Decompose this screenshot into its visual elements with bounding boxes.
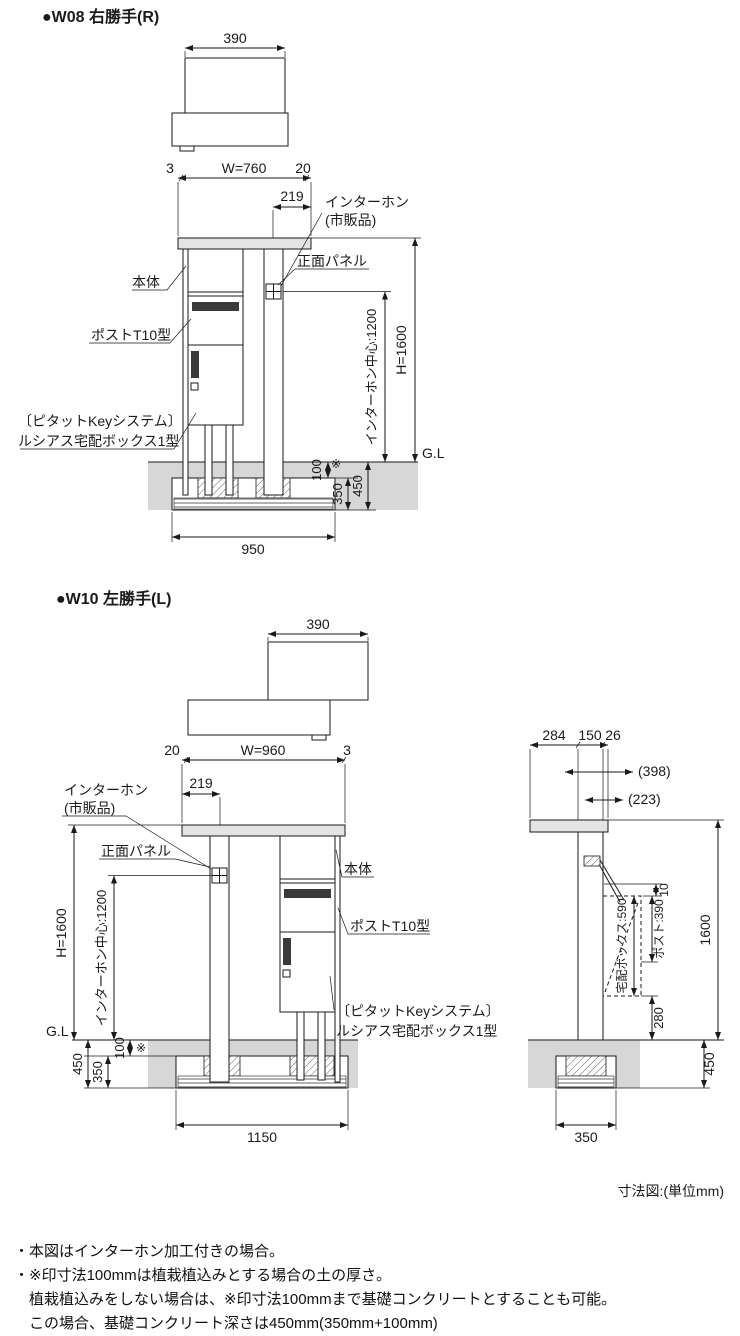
w10-interphone-unit (211, 867, 228, 884)
footnotes: ・本図はインターホン加工付きの場合。 ・※印寸法100mmは植栽植込みとする場合… (14, 1240, 726, 1336)
w10-gl-label: G.L (46, 1023, 69, 1039)
w08-top-view: 390 (171, 30, 289, 152)
w10-front-panel-label: 正面パネル (101, 843, 171, 859)
side-dim-back: 284 (542, 727, 566, 743)
w10-dim-interphone-center: インターホン中心:1200 (94, 890, 109, 1027)
w10-view: ●W10 左勝手(L) 390 20 W=960 3 219 (46, 589, 500, 1145)
w08-dim-width: W=760 (222, 160, 267, 176)
w10-soil-note-mark: ※ (136, 1041, 146, 1055)
w10-top-view: 390 (187, 616, 369, 741)
side-view: 284 150 26 (398) (223) 10 ポスト:390 宅 (528, 727, 724, 1145)
w08-dim-interphone-center: インターホン中心:1200 (364, 309, 379, 446)
side-ground: 450 350 (528, 1039, 724, 1145)
footnote-line: ・本図はインターホン加工付きの場合。 (14, 1243, 285, 1260)
w08-interphone-label: インターホン (325, 194, 409, 210)
w08-dim-cap-width: 390 (223, 30, 247, 46)
w08-dim-overhang-left: 3 (166, 160, 174, 176)
side-dim-box-height: 宅配ボックス:590 (614, 898, 629, 993)
w10-dim-interphone-offset: 219 (189, 775, 213, 791)
side-dim-bracket-depth: (223) (628, 791, 661, 807)
dimension-drawing: ●W08 右勝手(R) 390 3 W=760 20 219 (18, 7, 724, 1199)
side-dim-cap-depth: (398) (638, 763, 671, 779)
w10-box-handle (283, 938, 291, 965)
w08-height-dims: H=1600 インターホン中心:1200 G.L (283, 237, 445, 462)
w10-dim-cap-width: 390 (306, 616, 330, 632)
w08-dim-height: H=1600 (393, 325, 409, 375)
w08-dim-interphone-offset: 219 (280, 188, 304, 204)
w08-cap (177, 237, 312, 250)
side-dim-gap: 10 (657, 883, 671, 897)
side-dim-foundation-width: 350 (574, 1129, 598, 1145)
w10-labels: インターホン (市販品) 正面パネル 本体 ポストT10型 〔ピタットKeyシス… (62, 782, 500, 1039)
w08-front-view (177, 237, 312, 496)
w10-deliverybox-label: ルシアス宅配ボックス1型 (336, 1023, 497, 1039)
w08-deliverybox-label: ルシアス宅配ボックス1型 (18, 433, 179, 449)
w10-right-leg (334, 835, 341, 1083)
w10-body-unit (279, 835, 336, 1013)
w10-dim-overhang-right: 3 (343, 742, 351, 758)
w08-body-unit (187, 248, 244, 426)
side-dim-height: 1600 (697, 914, 713, 945)
side-structure (529, 819, 642, 1081)
w08-post-label: ポストT10型 (91, 327, 171, 343)
w08-foundation-dims: 100 ※ 350 450 950 (171, 457, 376, 557)
side-dim-foundation-depth: 450 (701, 1052, 717, 1076)
w10-interphone-label: インターホン (64, 782, 148, 798)
w08-labels: インターホン (市販品) 正面パネル 本体 ポストT10型 〔ピタットKeyシス… (18, 194, 409, 450)
w10-body-label: 本体 (344, 861, 372, 877)
w08-view: ●W08 右勝手(R) 390 3 W=760 20 219 (18, 7, 445, 557)
w10-height-dims: H=1600 インターホン中心:1200 G.L (46, 824, 212, 1040)
w10-mail-slot (284, 889, 331, 898)
w08-dim-concrete: 350 (330, 483, 345, 505)
w08-interphone-unit (265, 283, 282, 300)
w08-left-leg (182, 248, 189, 496)
footnote-line: ・※印寸法100mmは植栽植込みとする場合の土の厚さ。 (14, 1267, 392, 1284)
side-cap (529, 819, 609, 833)
w08-title: ●W08 右勝手(R) (42, 7, 159, 26)
w08-dim-overhang-right: 20 (295, 160, 311, 176)
w10-dim-concrete: 350 (90, 1061, 105, 1083)
w08-dim-total-depth: 450 (350, 475, 365, 497)
side-dim-front: 26 (605, 727, 621, 743)
footnote-line: 植栽植込みをしない場合は、※印寸法100mmまで基礎コンクリートとすることも可能… (14, 1291, 617, 1308)
w10-post-label: ポストT10型 (350, 918, 430, 934)
w10-interphone-label2: (市販品) (64, 800, 115, 816)
side-dim-box-to-ground: 280 (651, 1007, 666, 1029)
w08-soil-note-mark: ※ (331, 457, 341, 471)
w08-front-panel-label: 正面パネル (297, 253, 367, 269)
w10-front-view (181, 824, 346, 1083)
w08-gl-label: G.L (422, 445, 445, 461)
w08-mail-slot (192, 302, 239, 311)
side-bracket (583, 855, 601, 867)
w08-dim-foundation-width: 950 (241, 541, 265, 557)
figure-caption: 寸法図:(単位mm) (617, 1183, 724, 1199)
w10-width-dims: 20 W=960 3 219 (164, 742, 351, 866)
w08-interphone-label2: (市販品) (325, 212, 376, 228)
side-dim-post-height: ポスト:390 (652, 899, 666, 959)
w10-dim-height: H=1600 (53, 908, 69, 958)
side-height-dims: 10 ポスト:390 宅配ボックス:590 280 1600 (604, 819, 724, 1040)
w08-dim-soil: 100 (309, 459, 324, 481)
w10-title: ●W10 左勝手(L) (56, 589, 171, 608)
w10-dim-overhang-left: 20 (164, 742, 180, 758)
w10-dim-foundation-width: 1150 (247, 1129, 277, 1145)
side-top-dims: 284 150 26 (398) (223) (529, 727, 671, 830)
w08-keysys-label: 〔ピタットKeyシステム〕 (18, 413, 182, 429)
footnote-line: この場合、基礎コンクリート深さは450mm(350mm+100mm) (14, 1315, 438, 1332)
w10-keysys-label: 〔ピタットKeyシステム〕 (336, 1003, 500, 1019)
w10-dim-total-depth: 450 (70, 1053, 85, 1075)
w10-foundation-dims: 450 350 100 ※ 1150 (70, 1037, 349, 1145)
side-dim-post-depth: 150 (578, 727, 602, 743)
w08-body-label: 本体 (132, 274, 160, 290)
w10-dim-soil: 100 (112, 1037, 127, 1059)
w08-box-handle (191, 351, 199, 378)
w10-dim-width: W=960 (241, 742, 286, 758)
w10-cap (181, 824, 346, 837)
side-delivery-box-outline (602, 895, 642, 997)
